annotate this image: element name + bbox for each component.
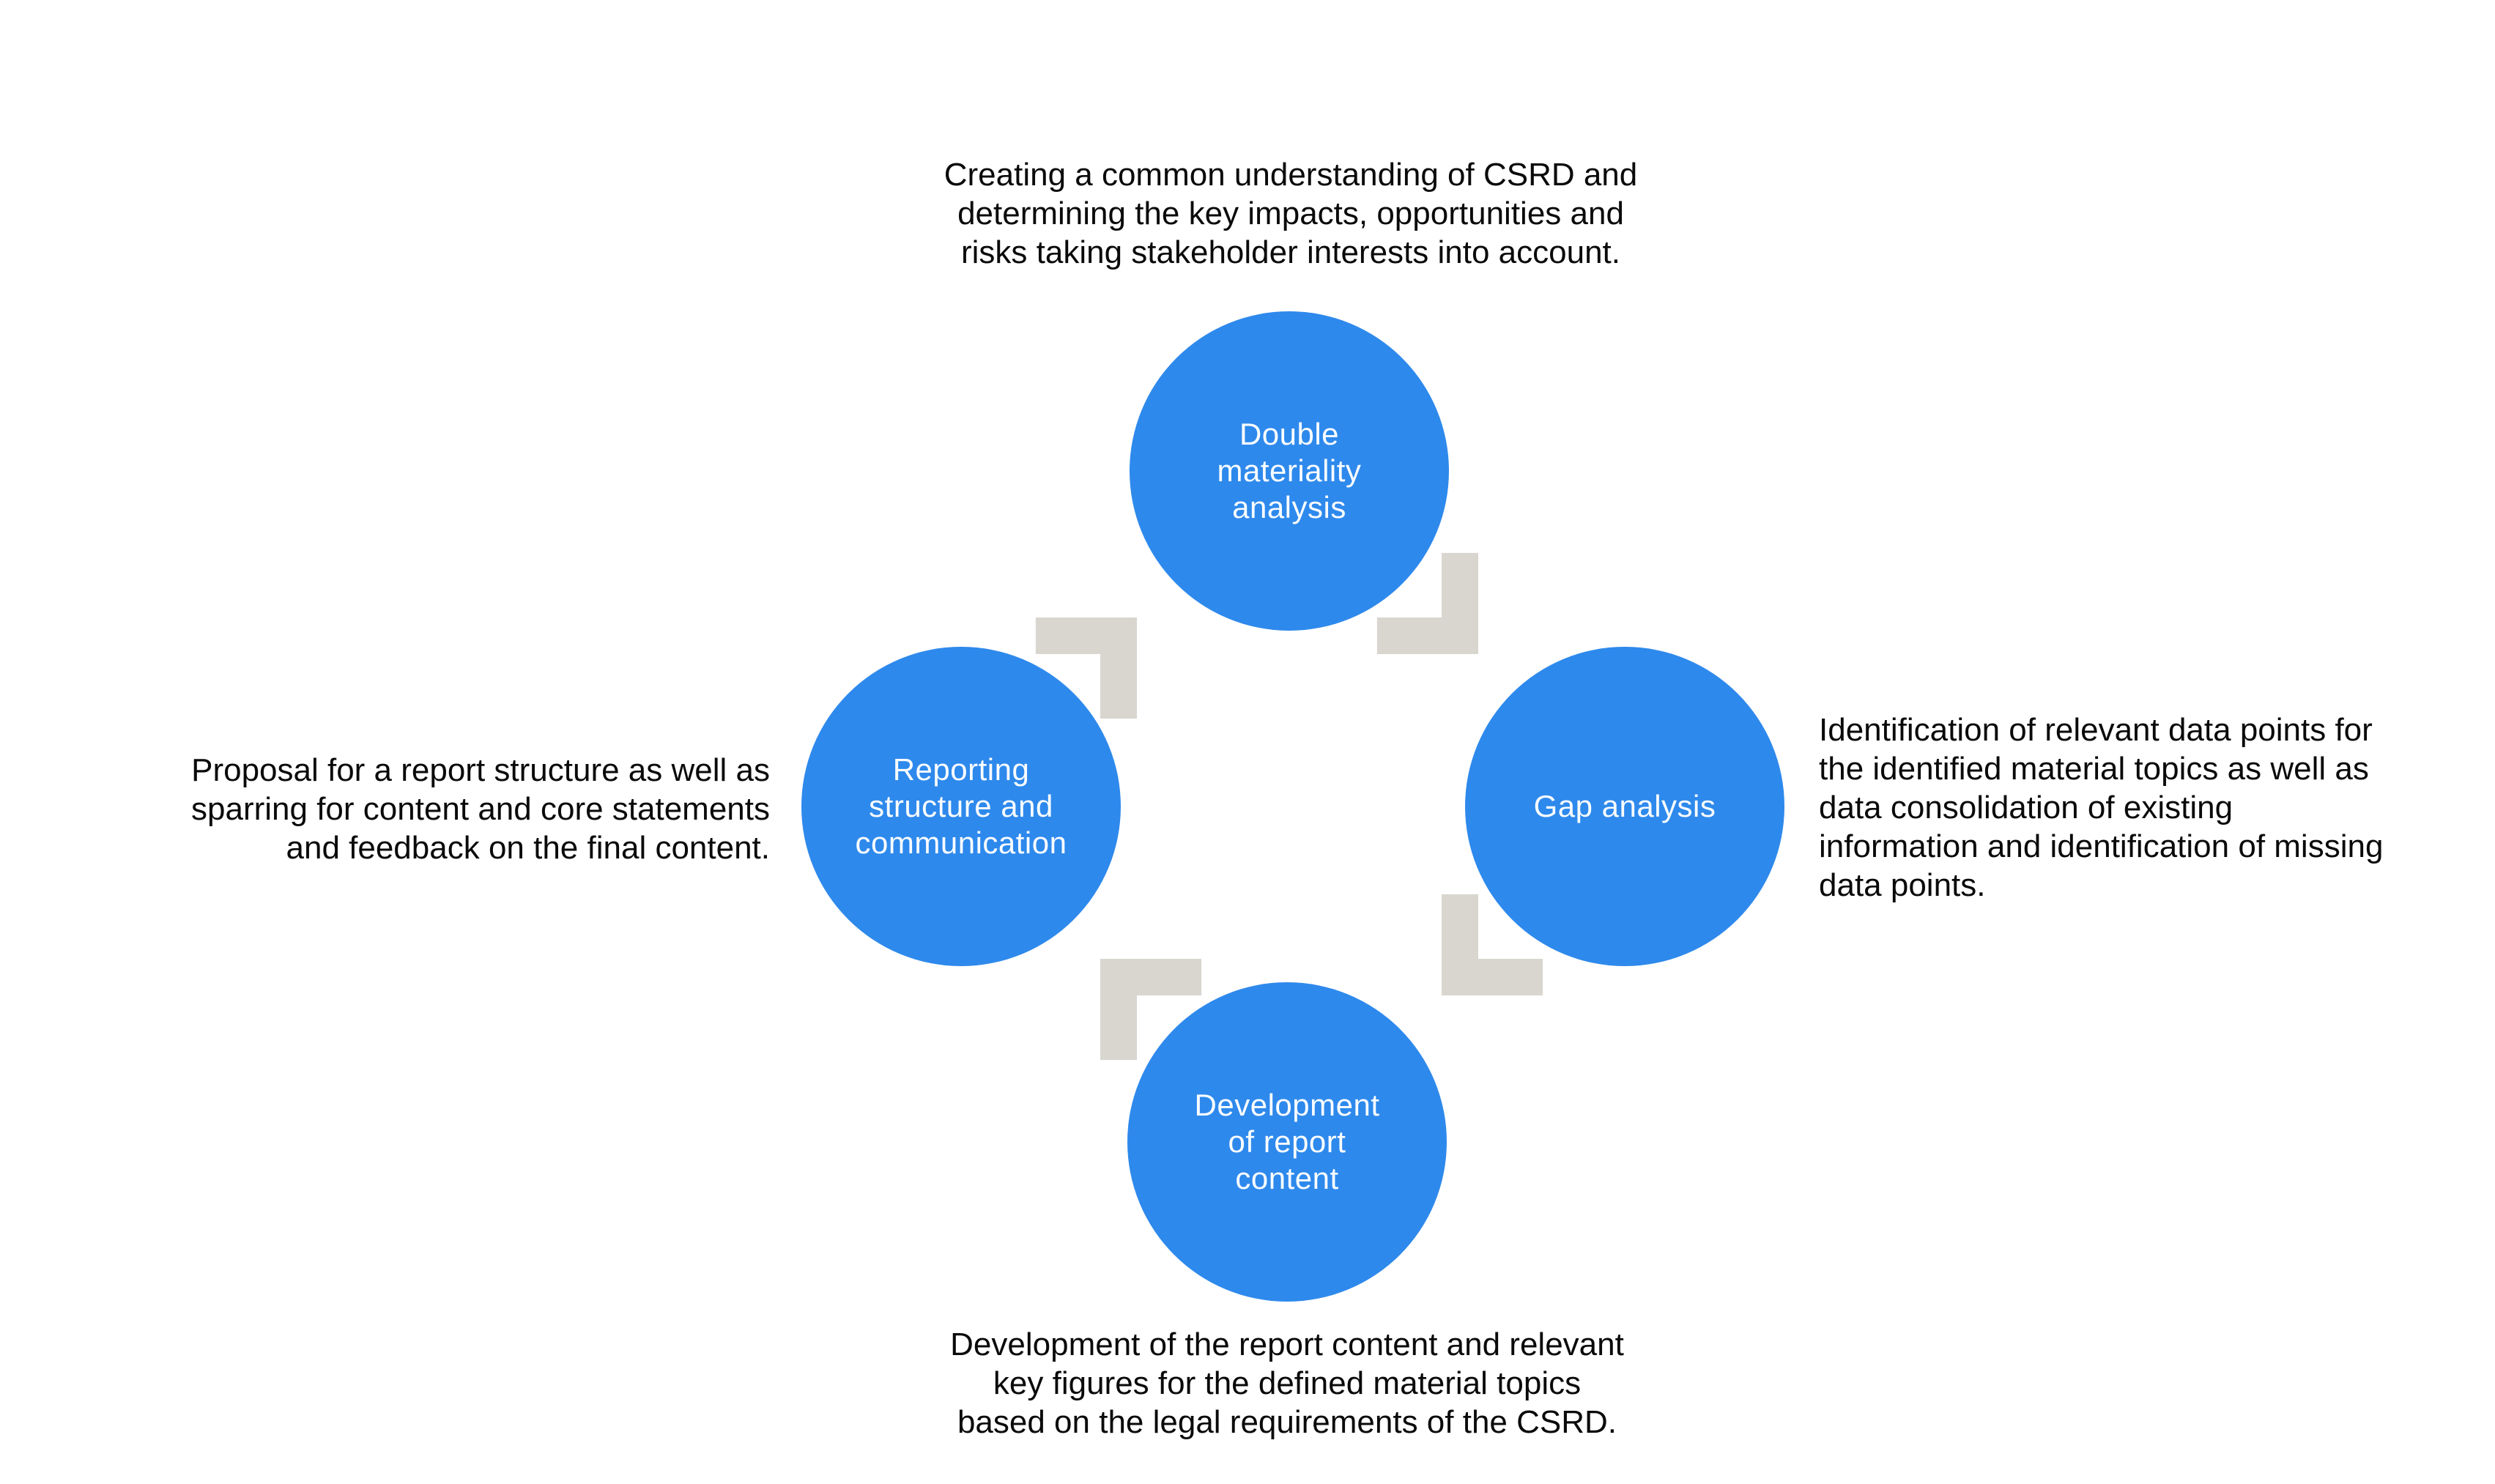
chevron-arrow-top-to-right — [1376, 552, 1478, 654]
cycle-node-development-of-report-content: Development of report content — [1127, 982, 1447, 1302]
cycle-node-label: Reporting structure and communication — [855, 752, 1067, 860]
cycle-node-label: Double materiality analysis — [1217, 417, 1362, 524]
caption-double-materiality-analysis: Creating a common understanding of CSRD … — [943, 157, 1638, 270]
cycle-node-double-materiality-analysis: Double materiality analysis — [1130, 311, 1449, 631]
caption-gap-analysis: Identification of relevant data points f… — [1819, 712, 2384, 903]
cycle-node-reporting-structure-and-communication: Reporting structure and communication — [801, 647, 1121, 966]
cycle-node-label: Development of report content — [1194, 1088, 1380, 1195]
caption-reporting-structure-and-communication: Proposal for a report structure as well … — [191, 752, 770, 866]
cycle-node-label: Gap analysis — [1533, 789, 1716, 823]
chevron-arrow-right-to-bottom — [1442, 894, 1543, 995]
chevron-arrow-bottom-to-left — [1100, 959, 1202, 1061]
chevron-arrow-left-to-top — [1035, 617, 1137, 719]
caption-development-of-report-content: Development of the report content and re… — [950, 1327, 1624, 1440]
cycle-node-gap-analysis: Gap analysis — [1465, 647, 1784, 966]
